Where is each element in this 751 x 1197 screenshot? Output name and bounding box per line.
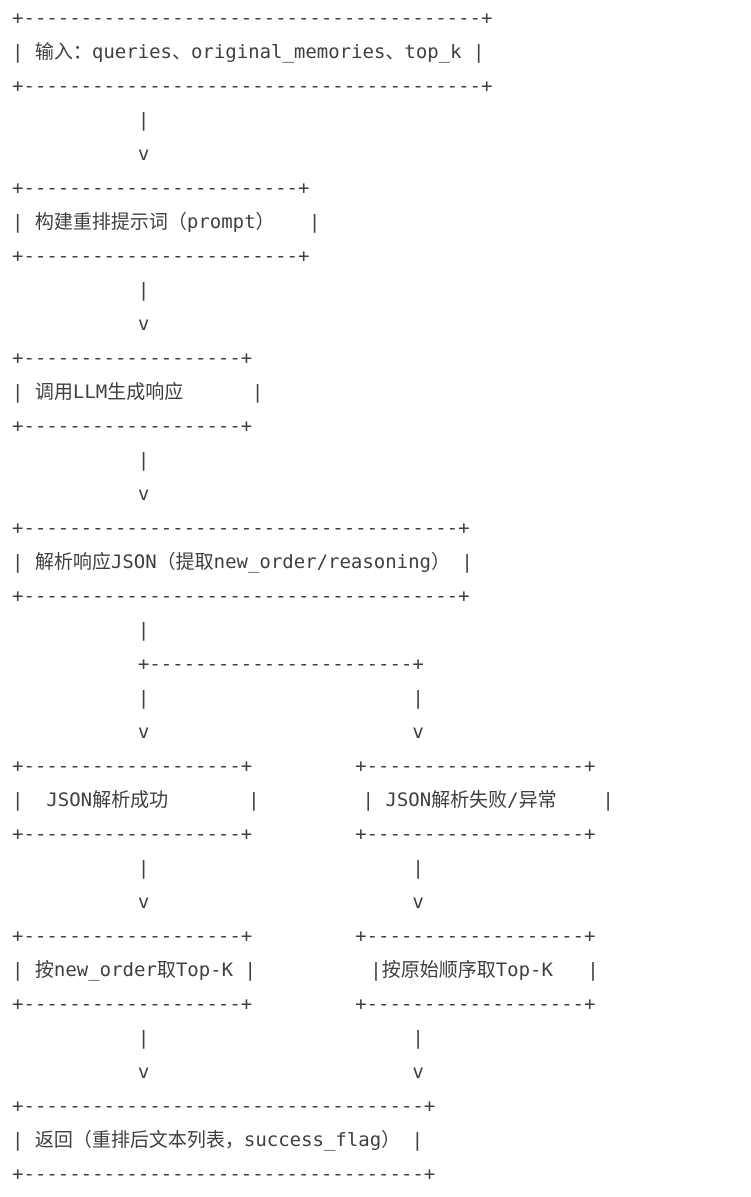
- return-box-bottom-border: +-----------------------------------+: [12, 1163, 436, 1185]
- branch-arrows: v v: [12, 1061, 424, 1083]
- llm-box-label: | 调用LLM生成响应 |: [12, 381, 264, 403]
- connector-line: |: [12, 279, 150, 301]
- parse-box-label: | 解析响应JSON（提取new_order/reasoning） |: [12, 551, 473, 573]
- prompt-box-top-border: +------------------------+: [12, 177, 310, 199]
- result-boxes-bottom-border: +-------------------+ +-----------------…: [12, 823, 596, 845]
- result-boxes-label: | JSON解析成功 | | JSON解析失败/异常 |: [12, 789, 614, 811]
- prompt-box-label: | 构建重排提示词（prompt） |: [12, 211, 321, 233]
- topk-boxes-label: | 按new_order取Top-K | |按原始顺序取Top-K |: [12, 959, 599, 981]
- branch-arrows: v v: [12, 721, 424, 743]
- arrow-down: v: [12, 313, 150, 335]
- input-box-label: | 输入：queries、original_memories、top_k |: [12, 41, 485, 63]
- connector-line: |: [12, 619, 150, 641]
- connector-line: |: [12, 109, 150, 131]
- return-box-top-border: +-----------------------------------+: [12, 1095, 436, 1117]
- topk-boxes-top-border: +-------------------+ +-----------------…: [12, 925, 596, 947]
- parse-box-top-border: +--------------------------------------+: [12, 517, 470, 539]
- input-box-top-border: +---------------------------------------…: [12, 7, 493, 29]
- input-box-bottom-border: +---------------------------------------…: [12, 75, 493, 97]
- branch-connectors: | |: [12, 857, 424, 879]
- parse-box-bottom-border: +--------------------------------------+: [12, 585, 470, 607]
- connector-line: |: [12, 449, 150, 471]
- llm-box-bottom-border: +-------------------+: [12, 415, 253, 437]
- topk-boxes-bottom-border: +-------------------+ +-----------------…: [12, 993, 596, 1015]
- branch-split-line: +-----------------------+: [12, 653, 424, 675]
- branch-connectors: | |: [12, 1027, 424, 1049]
- branch-connectors: | |: [12, 687, 424, 709]
- arrow-down: v: [12, 143, 150, 165]
- llm-box-top-border: +-------------------+: [12, 347, 253, 369]
- prompt-box-bottom-border: +------------------------+: [12, 245, 310, 267]
- arrow-down: v: [12, 483, 150, 505]
- return-box-label: | 返回（重排后文本列表，success_flag） |: [12, 1129, 424, 1151]
- result-boxes-top-border: +-------------------+ +-----------------…: [12, 755, 596, 777]
- branch-arrows: v v: [12, 891, 424, 913]
